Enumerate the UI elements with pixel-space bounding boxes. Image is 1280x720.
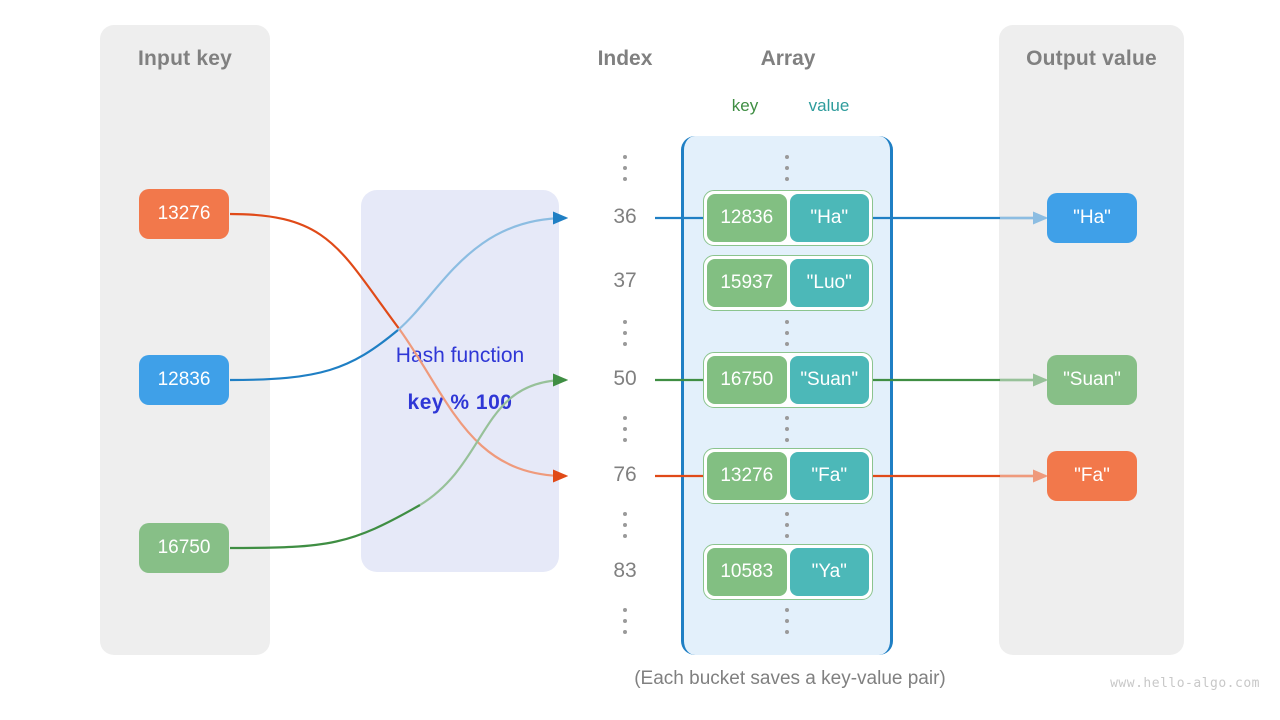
bucket-key-heading: key	[731, 96, 759, 115]
index-label-76: 76	[613, 463, 637, 486]
hash-function-label: Hash function	[395, 344, 525, 367]
output-value-1[interactable]: "Suan"	[1047, 355, 1137, 405]
input-key-1[interactable]: 12836	[139, 355, 229, 405]
input-key-panel-title: Input key	[138, 47, 232, 70]
bucket-row[interactable]: 15937 "Luo"	[703, 255, 873, 311]
bucket-key: 16750	[707, 356, 787, 404]
vertical-ellipsis-icon	[618, 155, 632, 181]
bucket-key: 15937	[707, 259, 787, 307]
vertical-ellipsis-icon	[780, 416, 794, 442]
bucket-value: "Ha"	[789, 194, 869, 242]
hash-function-formula: key % 100	[407, 391, 513, 414]
bucket-row[interactable]: 12836 "Ha"	[703, 190, 873, 246]
vertical-ellipsis-icon	[780, 512, 794, 538]
index-label-50: 50	[613, 367, 637, 390]
watermark: www.hello-algo.com	[1110, 676, 1260, 691]
input-key-0[interactable]: 13276	[139, 189, 229, 239]
bucket-value-heading: value	[808, 96, 850, 115]
output-value-2[interactable]: "Fa"	[1047, 451, 1137, 501]
output-value-panel-title: Output value	[1026, 47, 1157, 70]
vertical-ellipsis-icon	[780, 608, 794, 634]
array-column-heading: Array	[760, 47, 816, 70]
output-value-0[interactable]: "Ha"	[1047, 193, 1137, 243]
bucket-value: "Suan"	[789, 356, 869, 404]
input-key-2[interactable]: 16750	[139, 523, 229, 573]
vertical-ellipsis-icon	[618, 416, 632, 442]
output-value-panel: Output value	[999, 25, 1184, 655]
bucket-key: 13276	[707, 452, 787, 500]
index-label-37: 37	[613, 269, 637, 292]
vertical-ellipsis-icon	[618, 608, 632, 634]
hash-function-box	[361, 190, 559, 572]
bucket-row[interactable]: 13276 "Fa"	[703, 448, 873, 504]
figure-caption: (Each bucket saves a key-value pair)	[634, 668, 946, 689]
bucket-key: 10583	[707, 548, 787, 596]
bucket-value: "Luo"	[789, 259, 869, 307]
index-label-83: 83	[613, 559, 637, 582]
bucket-key: 12836	[707, 194, 787, 242]
index-column-heading: Index	[597, 47, 653, 70]
bucket-value: "Ya"	[789, 548, 869, 596]
vertical-ellipsis-icon	[618, 320, 632, 346]
bucket-row[interactable]: 10583 "Ya"	[703, 544, 873, 600]
index-label-36: 36	[613, 205, 637, 228]
bucket-row[interactable]: 16750 "Suan"	[703, 352, 873, 408]
vertical-ellipsis-icon	[780, 155, 794, 181]
vertical-ellipsis-icon	[780, 320, 794, 346]
vertical-ellipsis-icon	[618, 512, 632, 538]
bucket-value: "Fa"	[789, 452, 869, 500]
